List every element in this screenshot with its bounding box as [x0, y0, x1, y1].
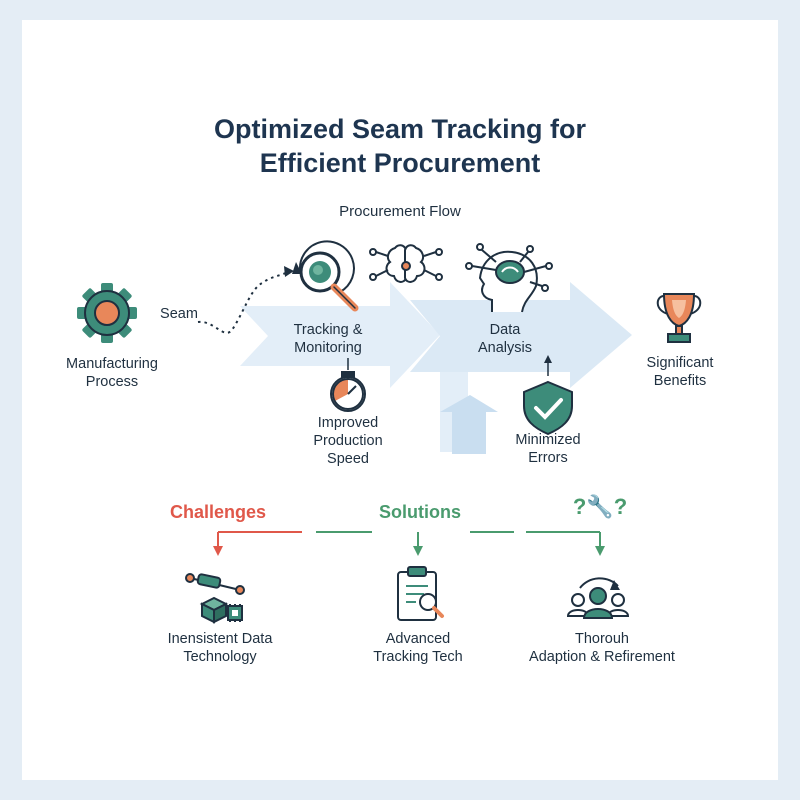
- adaptation-item-label: Thorouh Adaption & Refirement: [529, 631, 675, 665]
- title-line-2: Efficient Procurement: [259, 148, 541, 178]
- shield-check-icon: [523, 380, 573, 436]
- manufacturing-process-label: Manufacturing Process: [66, 356, 158, 390]
- challenges-heading: Challenges: [169, 502, 267, 522]
- circuit-brain-icon: [369, 244, 443, 283]
- solution-item-label: Advanced Tracking Tech: [373, 631, 463, 665]
- gear-icon: [77, 283, 137, 343]
- flow-arrow-2: [410, 282, 632, 388]
- flow-arrow-1: [240, 282, 440, 388]
- trophy-icon: [656, 293, 702, 343]
- clipboard-search-icon: [397, 566, 444, 621]
- section-connectors: [213, 531, 605, 556]
- magnifier-brain-icon: [292, 240, 359, 312]
- flow-arrow-up: [440, 395, 498, 454]
- title-line-1: Optimized Seam Tracking for: [213, 114, 587, 144]
- head-brain-icon: [465, 243, 553, 313]
- question-wrench-icon: ?🔧?: [572, 494, 628, 519]
- subtitle: Procurement Flow: [339, 203, 461, 220]
- team-cycle-icon: [566, 577, 630, 619]
- diagram-card: [22, 20, 778, 780]
- stopwatch-icon: [330, 371, 366, 412]
- challenge-item-label: Inensistent Data Technology: [167, 631, 273, 665]
- improved-production-speed-label: Improved Production Speed: [313, 415, 383, 467]
- minimized-errors-label: Minimized Errors: [515, 432, 581, 466]
- seam-label: Seam: [160, 306, 198, 322]
- drone-chip-icon: [185, 573, 245, 624]
- seam-dotted-path: [197, 271, 289, 334]
- solutions-heading: Solutions: [379, 502, 461, 522]
- data-analysis-label: Data Analysis: [478, 322, 532, 356]
- significant-benefits-label: Significant Benefits: [646, 355, 714, 389]
- seam-arrow-head: [284, 266, 294, 277]
- tracking-monitoring-label: Tracking & Monitoring: [293, 322, 363, 356]
- flow-arrows: [240, 282, 632, 454]
